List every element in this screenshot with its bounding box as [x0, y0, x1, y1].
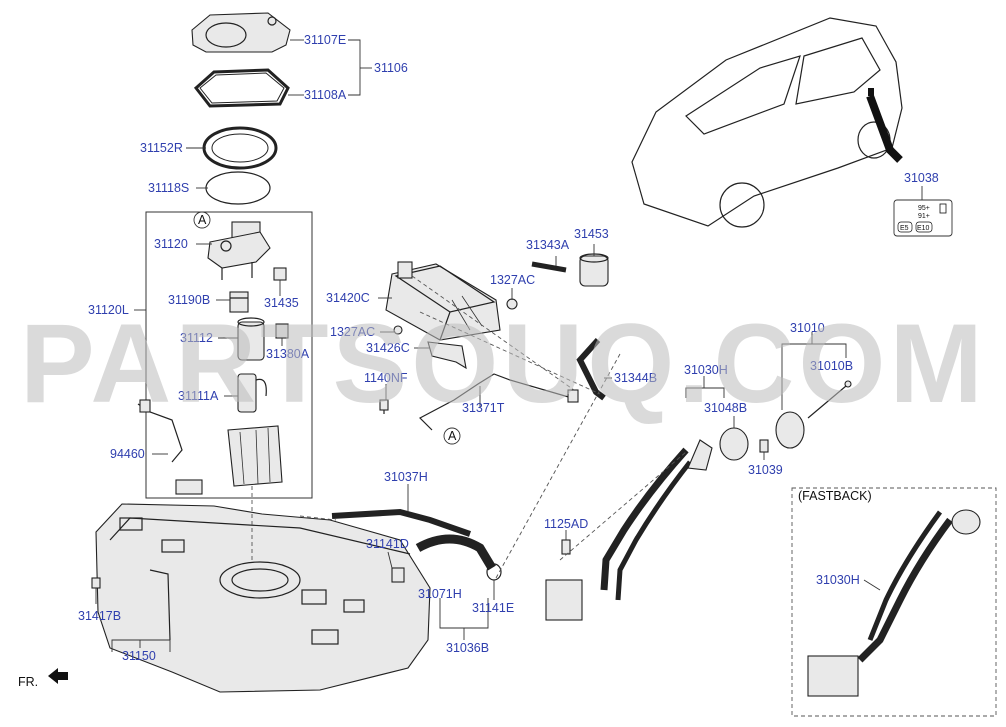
part-clip-31141d: [391, 567, 405, 583]
label-31071h[interactable]: 31071H: [418, 587, 462, 601]
part-cover-plate: [191, 12, 291, 53]
label-31426c[interactable]: 31426C: [366, 341, 410, 355]
part-31435: [273, 267, 287, 281]
label-31190b[interactable]: 31190B: [168, 293, 210, 307]
label-31141e[interactable]: 31141E: [472, 601, 514, 615]
label-31371t[interactable]: 31371T: [462, 401, 505, 415]
watermark: PARTSOUQ.COM: [20, 301, 987, 426]
label-31010[interactable]: 31010: [790, 321, 825, 335]
part-bolt-1125ad: [561, 539, 571, 555]
part-31111a: [237, 373, 267, 413]
label-1140nf[interactable]: 1140NF: [364, 371, 408, 385]
part-filler-neck: [545, 439, 713, 621]
part-pump-module: [207, 221, 271, 280]
callout-a-icon: A: [193, 211, 211, 229]
label-31010b[interactable]: 31010B: [810, 359, 853, 373]
label-31048b[interactable]: 31048B: [704, 401, 747, 415]
part-gasket-31048b: [719, 427, 749, 461]
part-gasket: [193, 68, 290, 108]
part-tube: [419, 373, 573, 431]
part-fastback-filler-neck: [807, 509, 981, 697]
label-31037h[interactable]: 31037H: [384, 470, 428, 484]
fastback-title: (FASTBACK): [798, 489, 872, 503]
label-31030h-fastback[interactable]: 31030H: [816, 573, 860, 587]
part-filter: [227, 425, 283, 487]
part-lock-ring: [202, 126, 278, 170]
part-fuel-pump: [237, 317, 265, 361]
part-bracket: [427, 341, 467, 370]
part-fuel-door: [775, 380, 852, 449]
label-31343a[interactable]: 31343A: [526, 238, 570, 252]
part-31190b: [229, 291, 249, 313]
front-arrow-icon: [48, 668, 68, 684]
part-31453: [579, 253, 609, 287]
label-31106[interactable]: 31106: [374, 61, 408, 75]
part-31417b: [91, 577, 101, 589]
label-31417b[interactable]: 31417B: [78, 609, 121, 623]
callout-a-bottom: A: [448, 429, 457, 443]
part-o-ring: [205, 171, 271, 205]
fuel-label-e10: E10: [917, 225, 930, 232]
part-canister: [385, 261, 501, 341]
fuel-pump-icon: [939, 203, 947, 214]
part-clip-b: [393, 325, 403, 335]
fuel-label-sticker: 95+ 91+ E5 E10: [893, 199, 953, 237]
label-31118s[interactable]: 31118S: [148, 181, 189, 195]
part-hose-31071h: [415, 534, 496, 571]
part-sender: [137, 399, 203, 495]
label-1125ad[interactable]: 1125AD: [544, 517, 588, 531]
label-31453[interactable]: 31453: [574, 227, 609, 241]
label-31112[interactable]: 31112: [180, 331, 213, 345]
callout-a-icon: A: [443, 427, 461, 445]
label-31344b[interactable]: 31344B: [614, 371, 657, 385]
label-31420c[interactable]: 31420C: [326, 291, 370, 305]
fuel-label-row2: 91+: [918, 213, 930, 220]
label-31435[interactable]: 31435: [264, 296, 299, 310]
front-label: FR.: [18, 675, 38, 689]
part-vent-hose: [531, 261, 567, 273]
label-31380a[interactable]: 31380A: [266, 347, 310, 361]
part-31039: [759, 439, 769, 453]
label-31120[interactable]: 31120: [154, 237, 188, 251]
callout-a-top: A: [198, 213, 207, 227]
label-31150[interactable]: 31150: [122, 649, 156, 663]
part-hose-31344b: [576, 337, 606, 401]
label-1327ac-upper[interactable]: 1327AC: [490, 273, 535, 287]
label-31111a[interactable]: 31111A: [178, 389, 219, 403]
label-31108a[interactable]: 31108A: [304, 88, 347, 102]
label-1327ac-lower[interactable]: 1327AC: [330, 325, 375, 339]
label-31120l[interactable]: 31120L: [88, 303, 129, 317]
label-31107e[interactable]: 31107E: [304, 33, 346, 47]
pump-assembly-frame: [145, 211, 313, 499]
fuel-label-row1: 95+: [918, 205, 930, 212]
label-31036b[interactable]: 31036B: [446, 641, 489, 655]
label-31030h[interactable]: 31030H: [684, 363, 728, 377]
label-94460[interactable]: 94460: [110, 447, 145, 461]
label-31038[interactable]: 31038: [904, 171, 939, 185]
part-bolt-1140nf: [379, 399, 389, 414]
label-31039[interactable]: 31039: [748, 463, 783, 477]
part-fuel-tank: [95, 503, 431, 693]
car-illustration: [631, 17, 903, 228]
part-hose-31037h: [331, 508, 471, 537]
fuel-label-e5: E5: [900, 225, 909, 232]
label-31141d[interactable]: 31141D: [366, 537, 409, 551]
label-31152r[interactable]: 31152R: [140, 141, 183, 155]
fastback-frame: [791, 487, 997, 717]
